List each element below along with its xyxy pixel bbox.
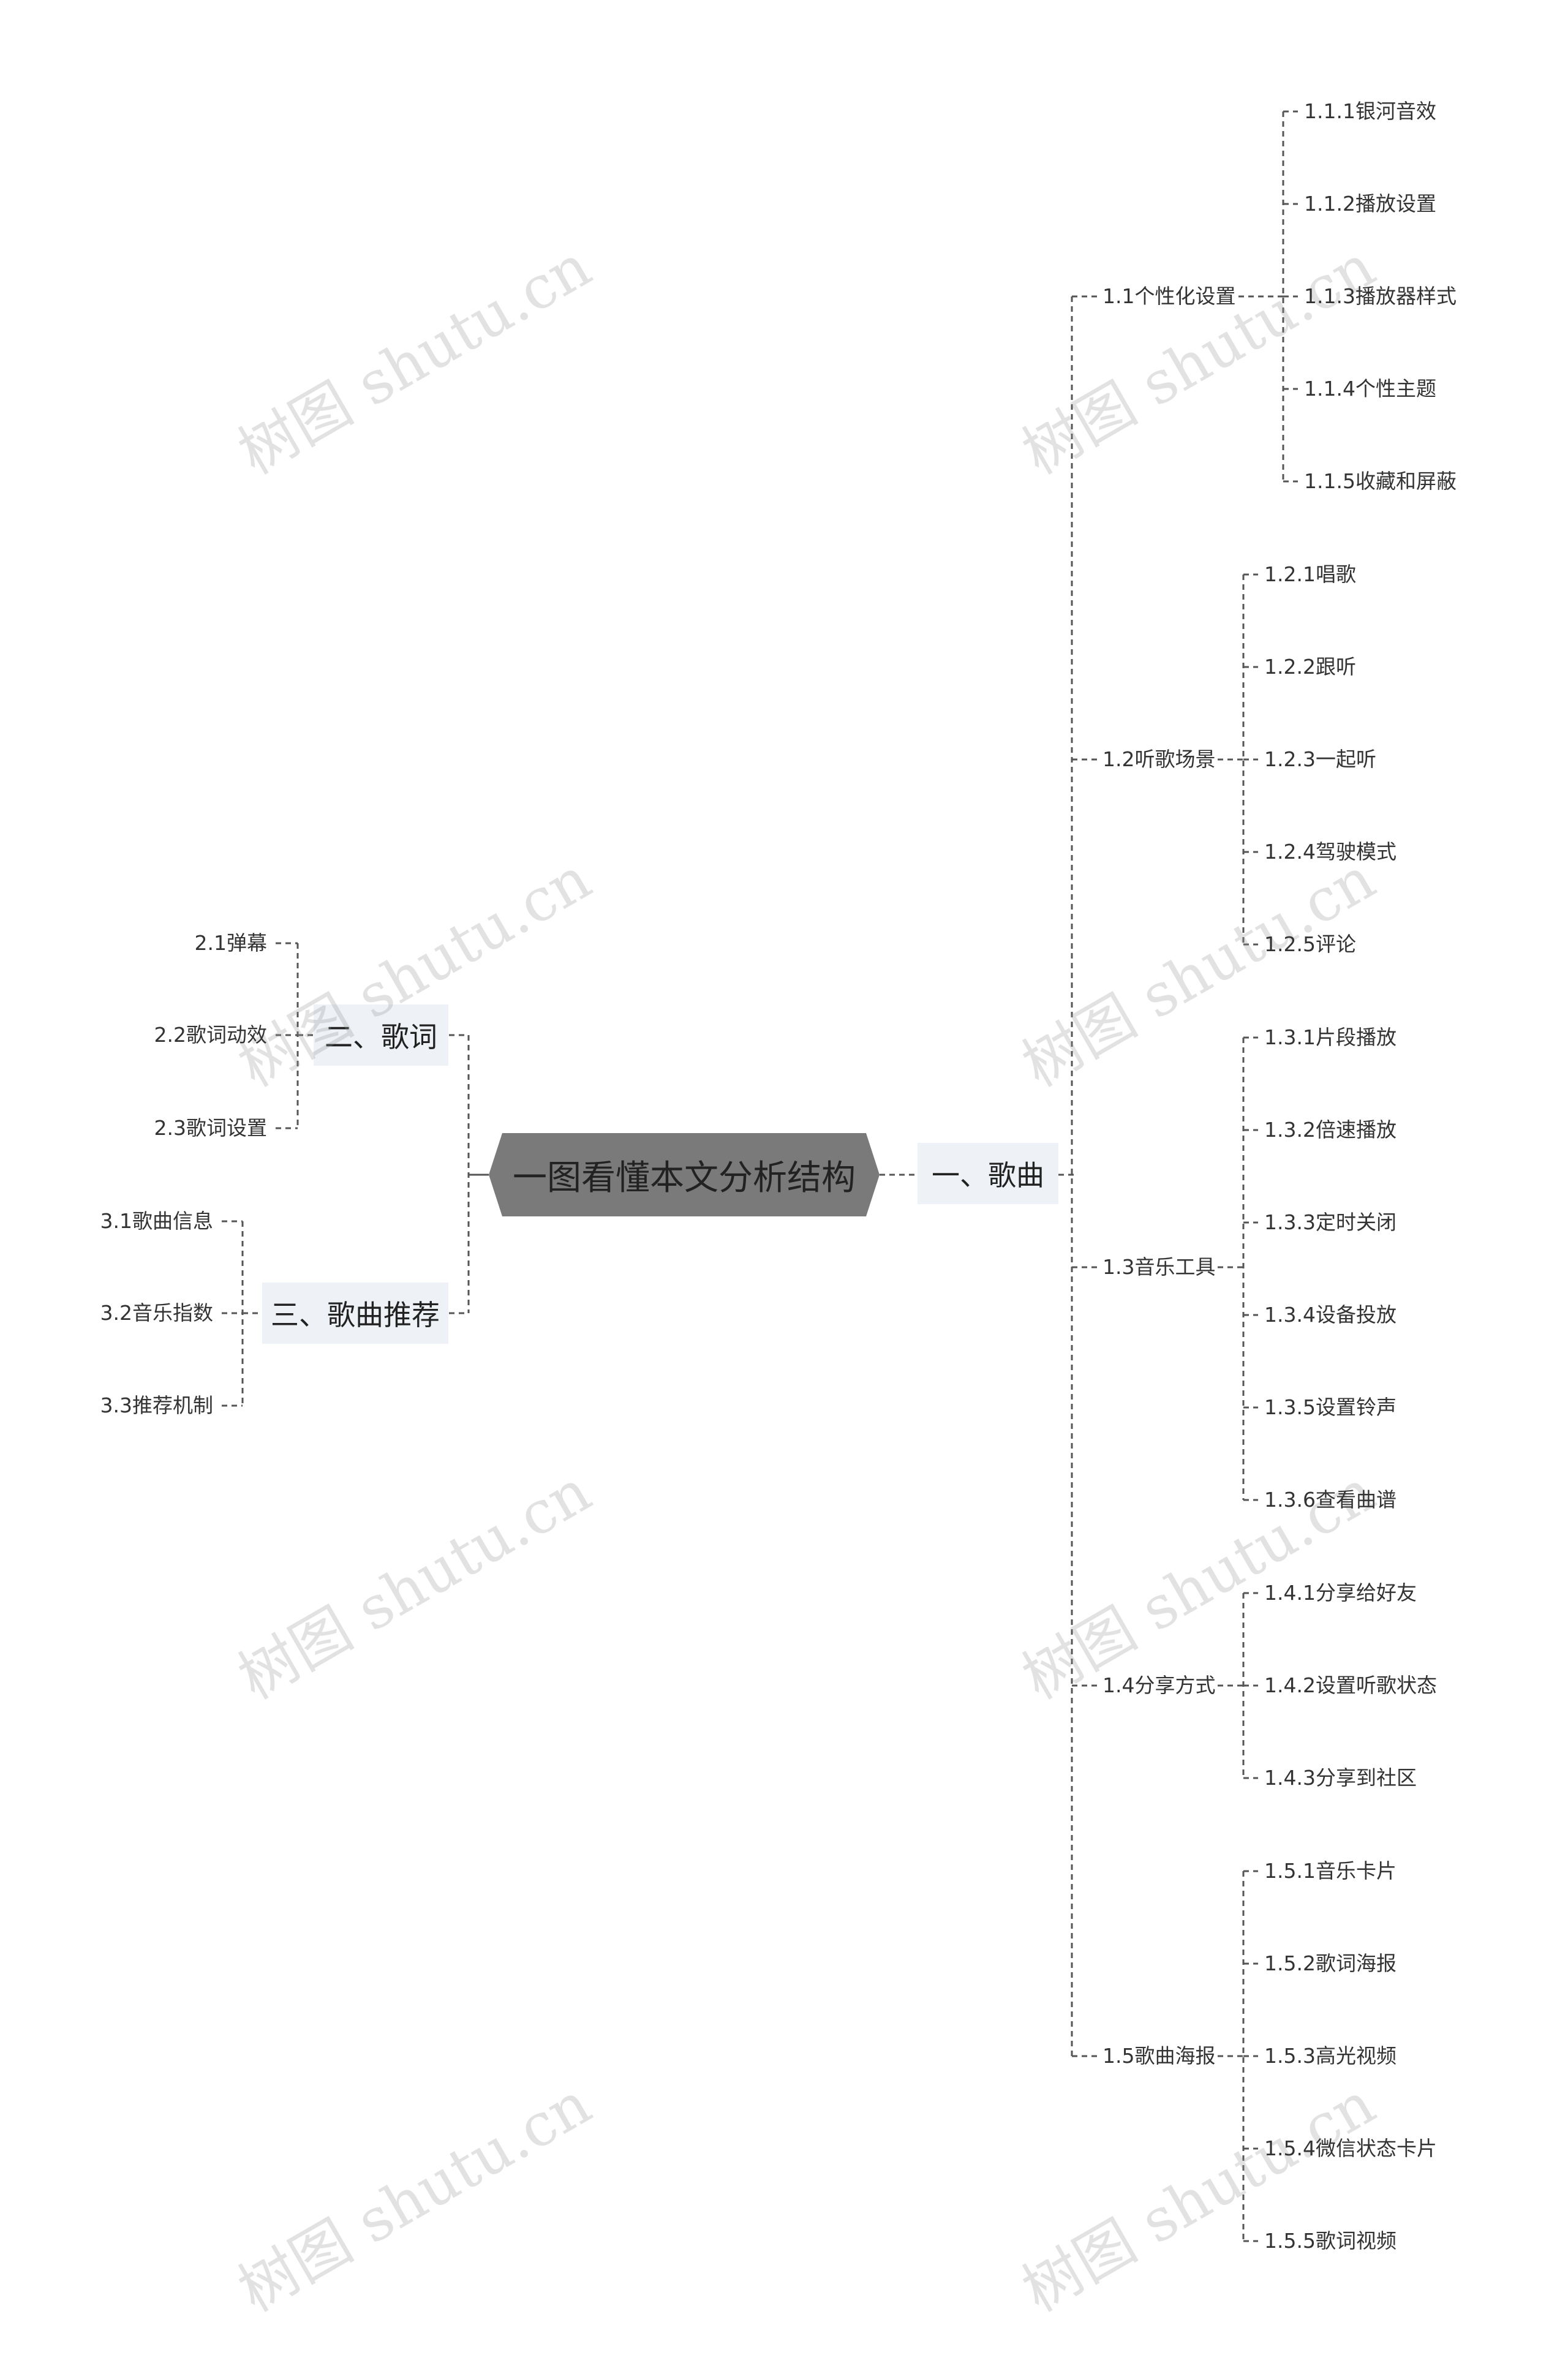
leaf-topic[interactable]: 1.2.5评论 (1264, 932, 1356, 956)
leaf-topic[interactable]: 1.4.1分享给好友 (1264, 1581, 1417, 1605)
leaf-topic[interactable]: 2.2歌词动效 (154, 1023, 267, 1047)
leaf-topic[interactable]: 1.3.3定时关闭 (1264, 1210, 1396, 1234)
leaf-topic[interactable]: 1.4.3分享到社区 (1264, 1766, 1417, 1790)
leaf-topic[interactable]: 1.2.3一起听 (1264, 747, 1376, 771)
leaf-topic[interactable]: 2.3歌词设置 (154, 1116, 267, 1140)
root-shape (489, 1133, 880, 1216)
leaf-topic[interactable]: 1.5.1音乐卡片 (1264, 1859, 1396, 1883)
leaf-topic[interactable]: 1.2.2跟听 (1264, 655, 1356, 679)
sub-topic-2[interactable]: 1.2听歌场景 (1102, 747, 1216, 771)
root-node[interactable]: 一图看懂本文分析结构 (489, 1133, 880, 1216)
branch-lyrics-label: 二、歌词 (325, 1020, 437, 1053)
sub-topic-3[interactable]: 1.3音乐工具 (1102, 1255, 1216, 1279)
leaf-topic[interactable]: 1.1.5收藏和屏蔽 (1304, 469, 1457, 493)
branch-songs-label: 一、歌曲 (932, 1159, 1044, 1192)
root-label: 一图看懂本文分析结构 (513, 1158, 856, 1198)
sub-topic-5[interactable]: 1.5歌曲海报 (1102, 2044, 1216, 2068)
leaf-topic[interactable]: 1.2.1唱歌 (1264, 562, 1356, 586)
branch-recommend[interactable]: 三、歌曲推荐 (262, 1283, 448, 1344)
leaf-topic[interactable]: 1.3.1片段播放 (1264, 1025, 1396, 1049)
leaf-topic[interactable]: 3.2音乐指数 (100, 1301, 213, 1325)
leaf-topic[interactable]: 1.5.2歌词海报 (1264, 1951, 1396, 1975)
leaf-topic[interactable]: 1.3.4设备投放 (1264, 1303, 1396, 1327)
sub-topic-1[interactable]: 1.1个性化设置 (1102, 284, 1236, 308)
leaf-topic[interactable]: 1.2.4驾驶模式 (1264, 840, 1396, 864)
leaf-topic[interactable]: 1.3.2倍速播放 (1264, 1118, 1396, 1142)
leaf-topic[interactable]: 3.1歌曲信息 (100, 1209, 213, 1233)
leaf-topic[interactable]: 1.1.2播放设置 (1304, 192, 1436, 216)
leaf-topic[interactable]: 1.4.2设置听歌状态 (1264, 1673, 1437, 1697)
leaf-topic[interactable]: 1.1.4个性主题 (1304, 377, 1436, 401)
leaf-topic[interactable]: 1.1.1银河音效 (1304, 99, 1436, 123)
leaf-topic[interactable]: 1.3.6查看曲谱 (1264, 1488, 1396, 1512)
branch-recommend-label: 三、歌曲推荐 (271, 1298, 440, 1332)
sub-topic-4[interactable]: 1.4分享方式 (1102, 1673, 1216, 1697)
leaf-topic[interactable]: 1.5.4微信状态卡片 (1264, 2136, 1437, 2160)
leaf-topic[interactable]: 1.5.3高光视频 (1264, 2044, 1396, 2068)
leaf-topic[interactable]: 1.3.5设置铃声 (1264, 1395, 1396, 1419)
branch-lyrics[interactable]: 二、歌词 (314, 1004, 448, 1066)
branch-songs[interactable]: 一、歌曲 (918, 1143, 1058, 1204)
leaf-topic[interactable]: 3.3推荐机制 (100, 1393, 213, 1417)
leaf-topic[interactable]: 1.5.5歌词视频 (1264, 2229, 1396, 2253)
leaf-topic[interactable]: 1.1.3播放器样式 (1304, 284, 1457, 308)
leaf-topic[interactable]: 2.1弹幕 (194, 931, 267, 955)
